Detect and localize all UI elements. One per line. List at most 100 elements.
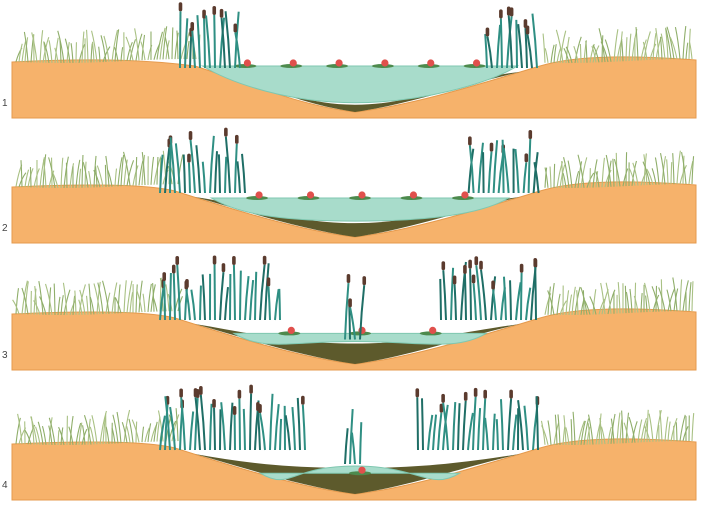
grass-blade (54, 284, 55, 315)
reed-leaf (164, 281, 165, 320)
cattail-head (479, 261, 483, 270)
reed-leaf (237, 161, 240, 193)
cattail-head (187, 154, 191, 163)
reed-leaf (422, 398, 423, 450)
reed-leaf (438, 413, 441, 450)
grass-blade (75, 291, 76, 315)
cattail-head (362, 276, 366, 285)
reed-leaf (451, 268, 453, 320)
cattail-head (263, 256, 267, 265)
reed-leaf (440, 279, 441, 320)
water-lily-flower (307, 191, 314, 198)
panel-label: 1 (2, 98, 8, 109)
grass-blade (143, 294, 145, 312)
reed-leaf (242, 154, 245, 193)
cattail-head (499, 9, 503, 18)
water-lily-flower (358, 467, 365, 474)
reed-leaf (537, 396, 538, 450)
cattail-head (491, 281, 495, 290)
reed-leaf (234, 265, 235, 320)
grass-blade (677, 151, 680, 184)
reed-leaf (203, 274, 205, 320)
cattail-head (472, 274, 476, 283)
grass-blade (66, 163, 67, 188)
grass-blade (148, 284, 151, 312)
reed-leaf (221, 402, 225, 450)
cattail-head (301, 396, 305, 405)
water-lily-flower (288, 327, 295, 334)
reed-leaf (275, 404, 279, 450)
reed-leaf (463, 401, 466, 450)
reed-leaf (210, 136, 214, 193)
grass-blade (176, 408, 178, 441)
cattail-head (526, 25, 530, 34)
grass-blade (676, 422, 677, 441)
reed-leaf (239, 399, 240, 450)
water-lily-flower (473, 59, 480, 66)
cattail-head (267, 277, 271, 286)
grass-blade (673, 153, 674, 184)
reed-leaf (516, 20, 517, 68)
cattail-head (453, 275, 457, 284)
cattail-head (441, 261, 445, 270)
reed-leaf (497, 25, 500, 68)
reed-leaf (176, 143, 180, 193)
water-lily-flower (381, 59, 388, 66)
reed-leaf (458, 403, 460, 450)
grass-blade (671, 162, 672, 184)
reed-leaf (268, 286, 270, 320)
cattail-head (474, 256, 478, 265)
reed-leaf (532, 14, 537, 68)
grass-blade (92, 42, 94, 63)
reed-leaf (360, 422, 361, 464)
reed-leaf (465, 274, 466, 320)
reed-leaf (220, 409, 221, 450)
reed-leaf (497, 419, 498, 450)
cattail-head (189, 131, 193, 140)
reed-leaf (494, 140, 498, 193)
reed-leaf (206, 15, 210, 68)
panel-stage-1: 1 (2, 2, 696, 118)
grass-blade (622, 411, 623, 444)
cattail-head (235, 135, 239, 144)
grass-blade (571, 419, 572, 445)
grass-blade (40, 30, 43, 62)
grass-blade (543, 34, 545, 63)
reed-leaf (433, 415, 436, 450)
reed-leaf (513, 415, 516, 450)
reed-leaf (215, 151, 217, 193)
reed-leaf (473, 397, 476, 450)
grass-blade (106, 427, 109, 444)
reed-leaf (515, 149, 518, 193)
grass-blade (39, 281, 43, 315)
cattail-head (468, 136, 472, 145)
reed-leaf (244, 409, 245, 450)
reed-leaf (352, 433, 355, 464)
water-lily-flower (461, 191, 468, 198)
reed-leaf (255, 272, 256, 320)
reed-leaf (481, 270, 486, 320)
grass-blade (166, 284, 169, 311)
reed-leaf (524, 162, 527, 193)
grass-blade (103, 281, 109, 314)
panel-stage-4: 4 (2, 385, 696, 500)
reed-leaf (474, 283, 476, 320)
reed-leaf (280, 419, 281, 450)
water-lily-flower (358, 191, 365, 198)
cattail-head (233, 23, 237, 32)
grass-blade (105, 165, 106, 187)
reed-leaf (453, 402, 455, 450)
reed-leaf (235, 144, 237, 193)
cattail-head (175, 256, 179, 265)
grass-blade (151, 157, 154, 185)
grass-blade (557, 294, 560, 315)
grass-blade (572, 287, 575, 315)
reed-leaf (518, 24, 522, 68)
cattail-head (232, 256, 236, 265)
grass-blade (625, 286, 626, 313)
panel-label: 2 (2, 223, 8, 234)
cattail-head (483, 390, 487, 399)
reed-leaf (303, 405, 305, 450)
reed-leaf (245, 276, 249, 320)
